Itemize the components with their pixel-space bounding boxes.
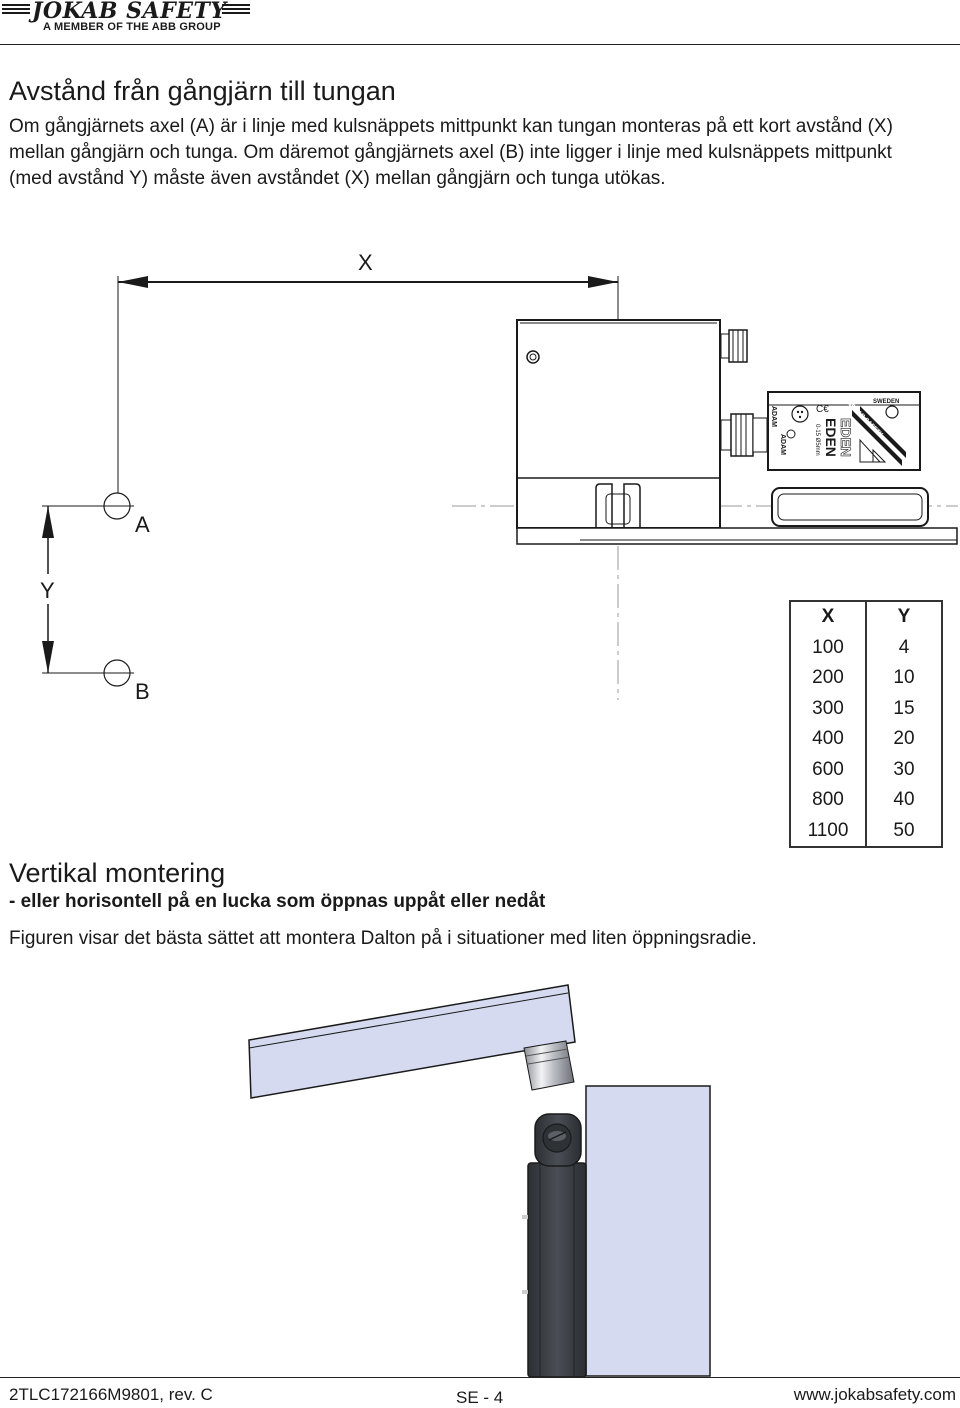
label-b: B [135,679,150,704]
arrow-left-icon [118,276,148,288]
logo-left-bars [2,4,30,18]
sensor-adam-text-2: ADAM [779,434,786,455]
table-cell: 30 [865,754,942,785]
distance-table: X Y 100 4 200 10 300 15 400 20 600 30 800 40 1… [789,600,943,848]
tongue-part [523,1040,575,1091]
frame-panel [585,1085,711,1377]
table-cell: 10 [865,663,942,694]
sensor-port-icon [791,405,809,423]
sensor-sweden-text: SWEDEN [873,399,899,405]
section-title-vertical: Vertikal montering [9,858,226,888]
device-body [516,319,721,529]
table-cell: 40 [865,785,942,816]
sensor-eden-text-2: EDEN [838,418,854,457]
table-row: 300 15 [790,693,942,724]
logo-right-bars [222,4,250,18]
table-cell: 20 [865,724,942,755]
door-panel [248,984,576,1099]
section-body-distance: Om gångjärnets axel (A) är i linje med k… [9,116,893,189]
tongue-slot [595,483,641,528]
label-a: A [135,512,150,537]
table-row: 600 30 [790,754,942,785]
table-cell: 400 [812,728,844,750]
label-y: Y [40,578,55,603]
footer-doc-number: 2TLC172166M9801, rev. C [9,1385,213,1404]
table-cell: 15 [865,693,942,724]
dalton-lock-body [527,1162,587,1378]
table-row: 1100 50 [790,815,942,847]
brand-tagline: A MEMBER OF THE ABB GROUP [43,21,221,33]
arrow-down-icon [42,641,54,673]
table-cell: 300 [812,697,844,719]
sensor-bracket [771,487,929,527]
table-row: 200 10 [790,663,942,694]
header-divider [0,44,960,45]
section-subtitle-vertical: - eller horisontell på en lucka som öppn… [9,891,546,912]
table-cell: 50 [865,815,942,847]
table-header-y: Y [865,601,942,633]
table-cell: 1100 [807,819,849,841]
brand-logo: JOKAB SAFETY [32,0,227,24]
arrow-up-icon [42,506,54,538]
footer-divider [0,1377,960,1378]
arrow-right-icon [588,276,618,288]
sensor-adam-text-1: ADAM [770,406,777,427]
table-header-x: X [821,606,835,628]
table-row: 800 40 [790,785,942,816]
sensor-eden-text-1: EDEN [823,418,839,457]
table-cell: 100 [812,636,844,658]
table-header-row: X Y [790,601,942,633]
section-caption-vertical: Figuren visar det bästa sättet att monte… [9,928,757,949]
label-x: X [358,250,373,275]
footer-website-link[interactable]: www.jokabsafety.com [793,1385,956,1404]
table-cell: 4 [865,632,942,663]
table-cell: 200 [812,667,844,689]
table-row: 400 20 [790,724,942,755]
footer-page-number: SE - 4 [456,1388,504,1407]
ce-mark-icon: C€ [816,404,829,415]
table-cell: 800 [812,789,844,811]
table-row: 100 4 [790,632,942,663]
table-cell: 600 [812,758,844,780]
sensor-range-text: 0-15 Ø5mm [814,424,820,456]
screw-icon [526,350,540,364]
section-title-distance: Avstånd från gångjärn till tungan [9,76,396,106]
